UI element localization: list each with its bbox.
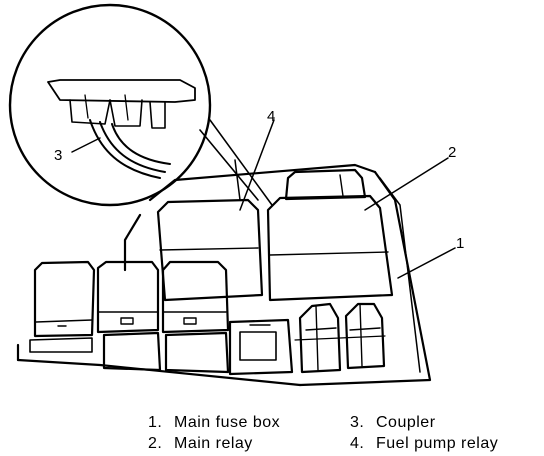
callout-3: 3 (54, 147, 62, 164)
legend-num: 3. (350, 414, 365, 431)
leader-3 (71, 137, 101, 153)
leader-4 (239, 119, 275, 211)
relay-c (228, 318, 294, 376)
legend-num: 2. (148, 435, 163, 452)
leader-2 (364, 157, 449, 211)
fuel-pump-relay (156, 198, 264, 302)
callout-1: 1 (456, 235, 464, 252)
legend-item-1: 1. Main fuse box (148, 414, 280, 432)
relay-a (96, 260, 162, 372)
legend-item-3: 3. Coupler (350, 414, 436, 432)
legend-label: Fuel pump relay (376, 435, 499, 452)
legend-item-2: 2. Main relay (148, 435, 253, 453)
legend-label: Main relay (174, 435, 253, 452)
relay-b (161, 260, 230, 374)
legend-label: Coupler (376, 414, 436, 431)
legend-label: Main fuse box (174, 414, 281, 431)
callout-leaders (71, 119, 456, 279)
callout-4: 4 (267, 108, 275, 125)
main-fuse-box (16, 159, 432, 387)
legend-num: 1. (148, 414, 163, 431)
legend-item-4: 4. Fuel pump relay (350, 435, 498, 453)
coupler-connectors (294, 302, 386, 374)
legend-num: 4. (350, 435, 365, 452)
main-relay (266, 168, 394, 302)
leader-1 (397, 247, 456, 279)
left-fuse-block (29, 260, 96, 353)
callout-2: 2 (448, 144, 456, 161)
